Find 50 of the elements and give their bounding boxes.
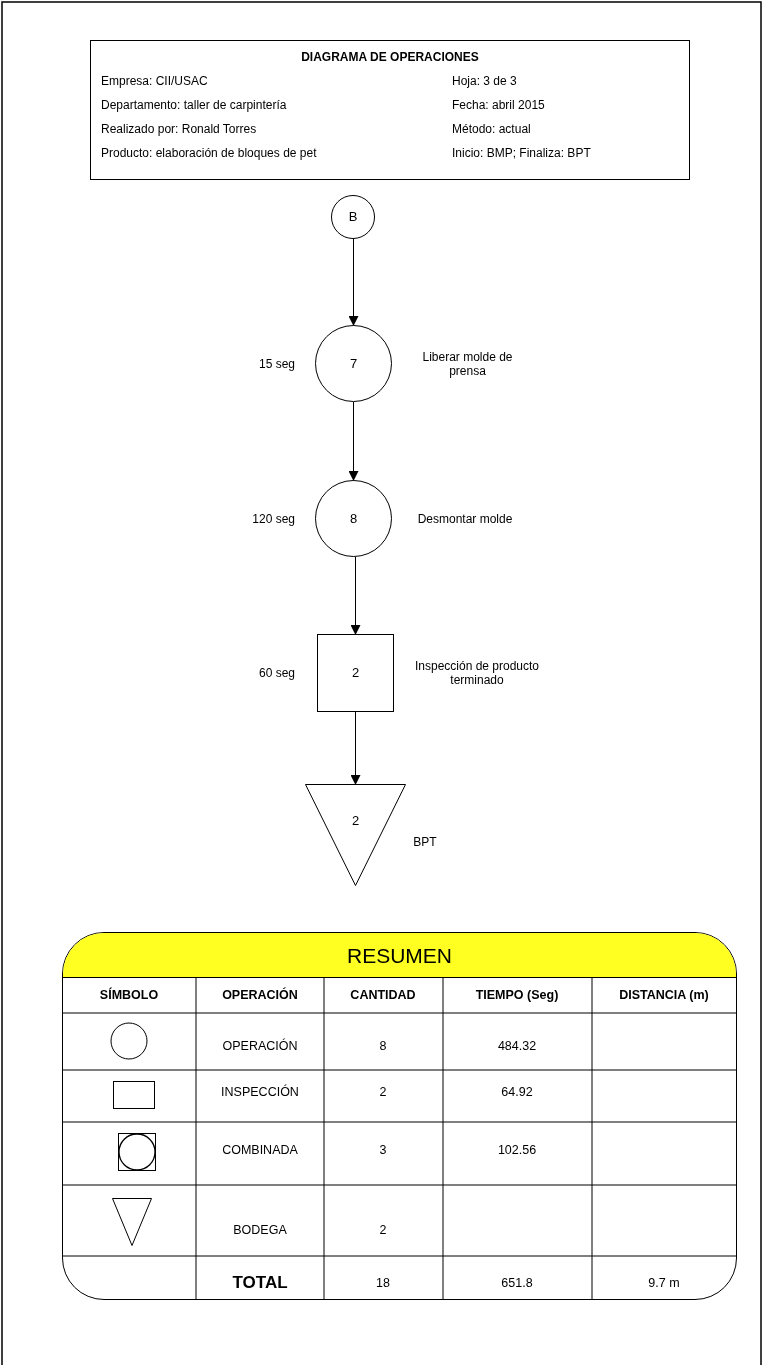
table-cell-text: 64.92	[500, 1085, 534, 1099]
header-field: Método: actual	[452, 122, 531, 136]
time-label: 15 seg	[257, 357, 295, 371]
table-cell-text: 651.8	[500, 1276, 534, 1290]
summary-panel	[62, 932, 737, 1300]
node-number: B	[347, 210, 359, 224]
step-description: Inspección de producto terminado	[413, 659, 541, 687]
header-field: Fecha: abril 2015	[452, 98, 545, 112]
column-header: SÍMBOLO	[98, 988, 160, 1002]
table-cell-text: 2	[378, 1085, 388, 1099]
arrow	[350, 556, 361, 635]
node-number: 7	[348, 356, 359, 371]
step-description: Liberar molde de prensa	[421, 350, 514, 378]
arrow	[348, 238, 359, 326]
table-title: RESUMEN	[346, 944, 453, 968]
table-cell-text: OPERACIÓN	[221, 1039, 299, 1053]
table-cell-text: 2	[378, 1223, 388, 1237]
table-cell-text: 18	[375, 1276, 391, 1290]
node-number: 2	[350, 666, 361, 680]
node-number: 2	[350, 814, 361, 828]
table-cell-text: COMBINADA	[221, 1143, 299, 1157]
column-header: CANTIDAD	[349, 988, 417, 1002]
table-cell-text: 3	[378, 1143, 388, 1157]
table-cell-text: TOTAL	[231, 1274, 289, 1292]
column-header: OPERACIÓN	[221, 988, 299, 1002]
header-field: Departamento: taller de carpintería	[101, 98, 287, 112]
time-label: 60 seg	[257, 666, 295, 680]
storage-triangle	[305, 784, 406, 886]
header-field: Producto: elaboración de bloques de pet	[101, 146, 317, 160]
node-number: 8	[348, 511, 359, 526]
header-title: DIAGRAMA DE OPERACIONES	[300, 50, 480, 64]
column-header: TIEMPO (Seg)	[474, 988, 560, 1002]
table-cell-text: 9.7 m	[647, 1276, 681, 1290]
time-label: 120 seg	[251, 512, 295, 526]
table-cell-text: BODEGA	[232, 1223, 288, 1237]
arrow	[350, 711, 361, 785]
inspection-square	[317, 634, 394, 712]
step-description: BPT	[412, 835, 438, 849]
step-description: Desmontar molde	[416, 512, 514, 526]
table-cell-text: INSPECCIÓN	[220, 1085, 300, 1099]
table-cell-text: 8	[378, 1039, 388, 1053]
arrow	[348, 401, 359, 481]
table-cell-text: 484.32	[496, 1039, 538, 1053]
header-field: Inicio: BMP; Finaliza: BPT	[452, 146, 591, 160]
column-header: DISTANCIA (m)	[618, 988, 710, 1002]
header-field: Empresa: CII/USAC	[101, 74, 208, 88]
header-field: Hoja: 3 de 3	[452, 74, 517, 88]
table-cell-text: 102.56	[496, 1143, 538, 1157]
header-field: Realizado por: Ronald Torres	[101, 122, 257, 136]
header-box	[90, 40, 690, 180]
